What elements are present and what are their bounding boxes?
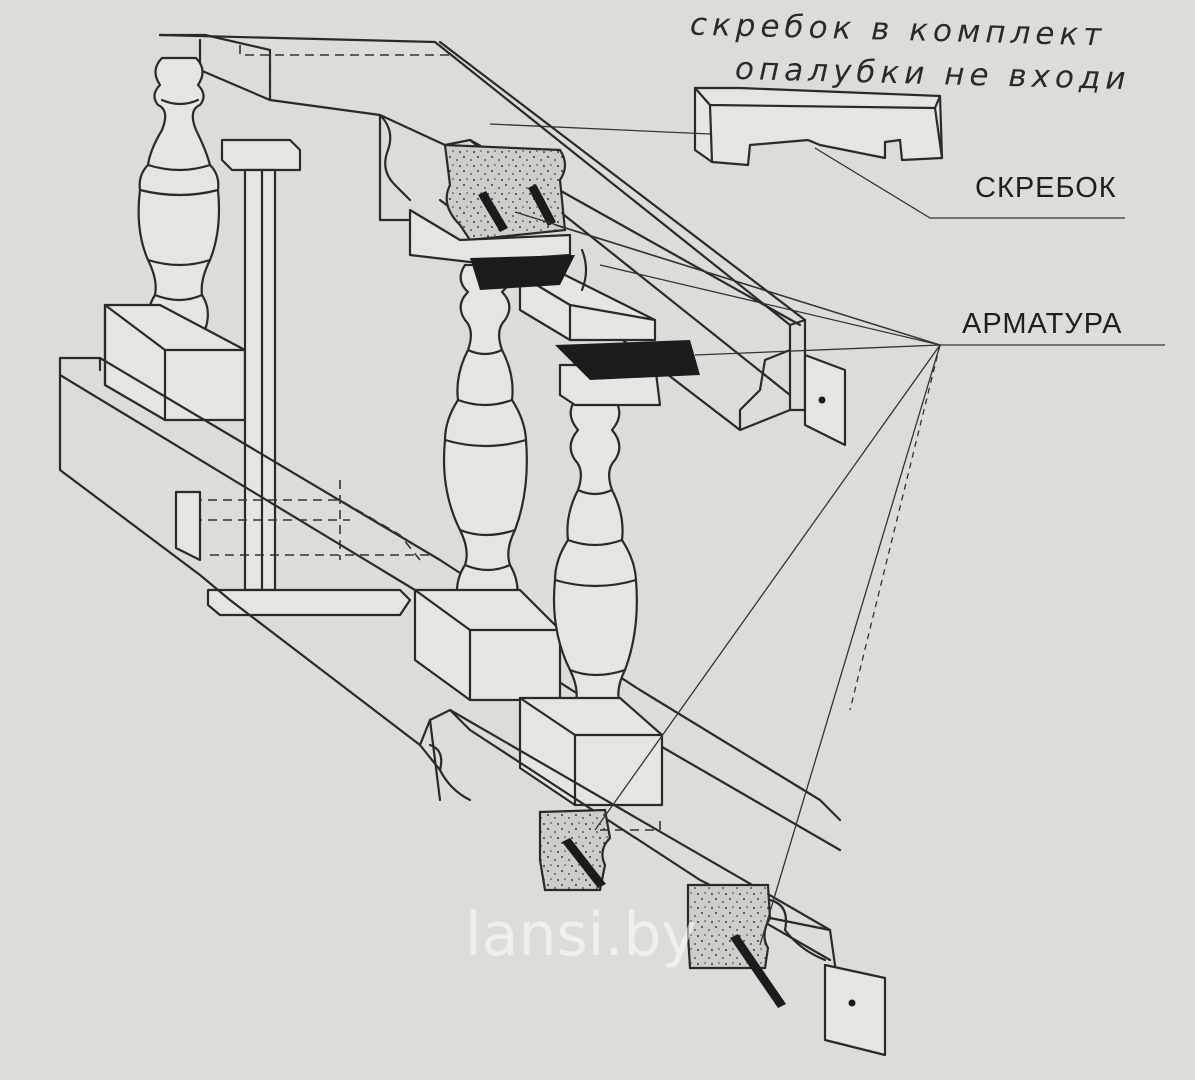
rebar-rod-bottom-2 [730, 934, 786, 1008]
strap-plate-bottom [823, 963, 887, 1057]
rebar-rod-top-2 [528, 184, 556, 226]
baluster-middle [413, 263, 562, 702]
bottom-concrete-section-2 [686, 883, 772, 970]
baluster-front [518, 398, 664, 807]
leader-lines [489, 123, 1165, 946]
scraper-detail [693, 86, 944, 167]
rebar-rod-top-1 [478, 191, 508, 232]
rebar-label: АРМАТУРА [962, 308, 1123, 340]
baluster-left-rear [103, 56, 247, 422]
watermark: lansi.by [465, 900, 698, 970]
scraper-label: СКРЕБОК [975, 172, 1117, 204]
cap-block-top [408, 208, 572, 264]
vertical-post-left [206, 138, 412, 617]
top-concrete-section [443, 143, 567, 242]
rebar-rod-bottom-1 [562, 838, 606, 888]
cap-block-front [470, 248, 700, 407]
